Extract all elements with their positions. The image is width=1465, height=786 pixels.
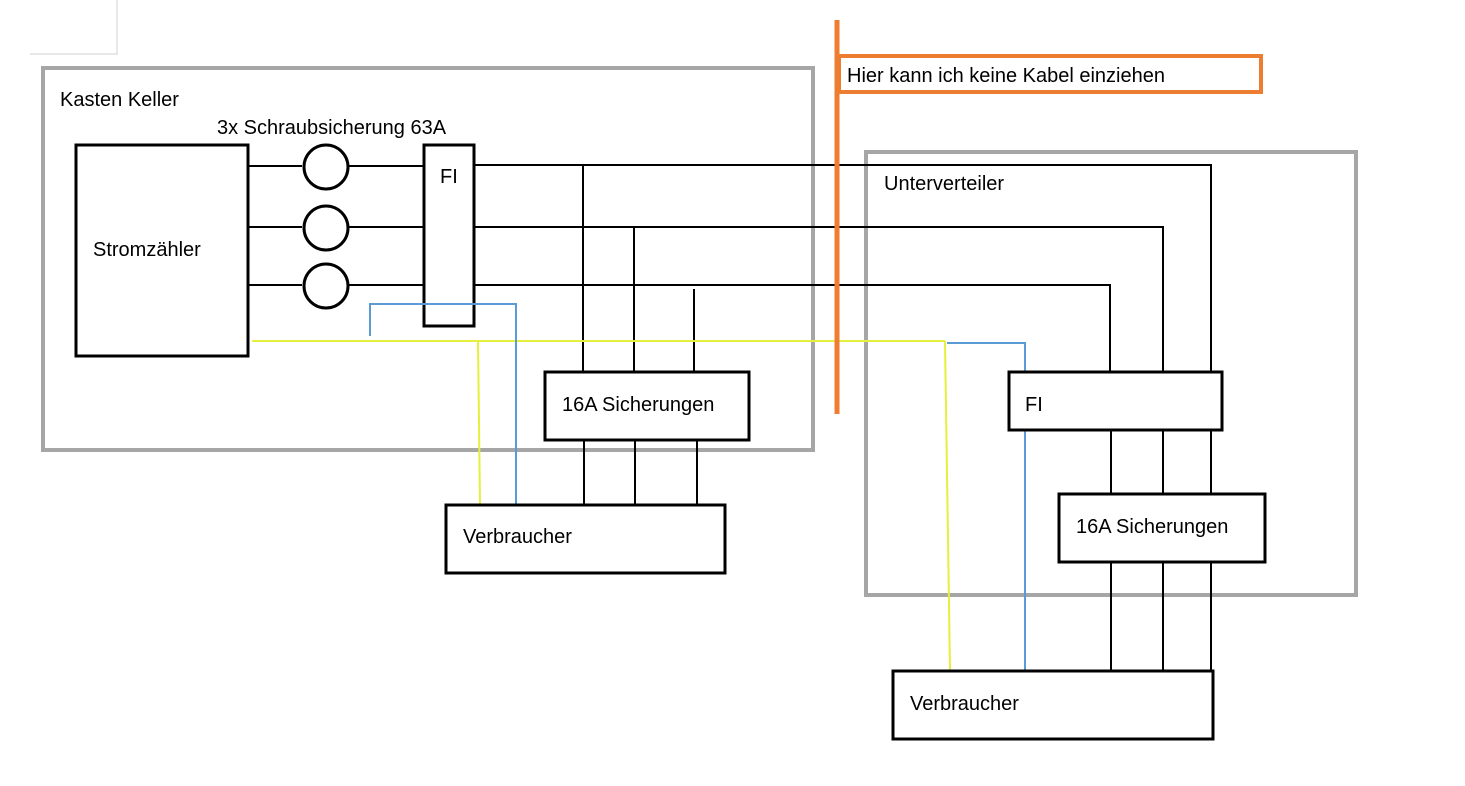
fi-left-label: FI bbox=[440, 166, 458, 188]
wall-note-box bbox=[837, 54, 1263, 94]
schraubsicherung-2 bbox=[302, 204, 350, 252]
sicherungen-right-box bbox=[1057, 492, 1267, 564]
unterverteiler-label: Unterverteiler bbox=[884, 173, 1004, 195]
schraubsicherung-label: 3x Schraubsicherung 63A bbox=[217, 117, 447, 139]
phase-wires bbox=[248, 164, 1212, 671]
kasten-keller-label: Kasten Keller bbox=[60, 89, 179, 111]
earth-wires bbox=[252, 340, 951, 672]
wall-note-label: Hier kann ich keine Kabel einziehen bbox=[847, 65, 1165, 87]
verbraucher-right-label: Verbraucher bbox=[910, 693, 1019, 715]
sicherungen-left-box bbox=[543, 370, 751, 442]
fi-right-label: FI bbox=[1025, 394, 1043, 416]
verbraucher-left-label: Verbraucher bbox=[463, 526, 572, 548]
stromzaehler-label: Stromzähler bbox=[93, 239, 201, 261]
fi-left-box bbox=[422, 143, 476, 328]
sicherungen-right-label: 16A Sicherungen bbox=[1076, 516, 1228, 538]
stromzaehler-box bbox=[74, 143, 250, 358]
sicherungen-left-label: 16A Sicherungen bbox=[562, 394, 714, 416]
verbraucher-left-box bbox=[444, 503, 727, 575]
schraubsicherung-3 bbox=[302, 262, 350, 310]
schraubsicherung-1 bbox=[302, 143, 350, 191]
kasten-keller-box bbox=[41, 66, 815, 452]
neutral-wires bbox=[369, 303, 1026, 671]
page-corner-mark bbox=[30, 0, 118, 55]
fi-right-box bbox=[1007, 370, 1224, 432]
verbraucher-right-box bbox=[891, 669, 1215, 741]
